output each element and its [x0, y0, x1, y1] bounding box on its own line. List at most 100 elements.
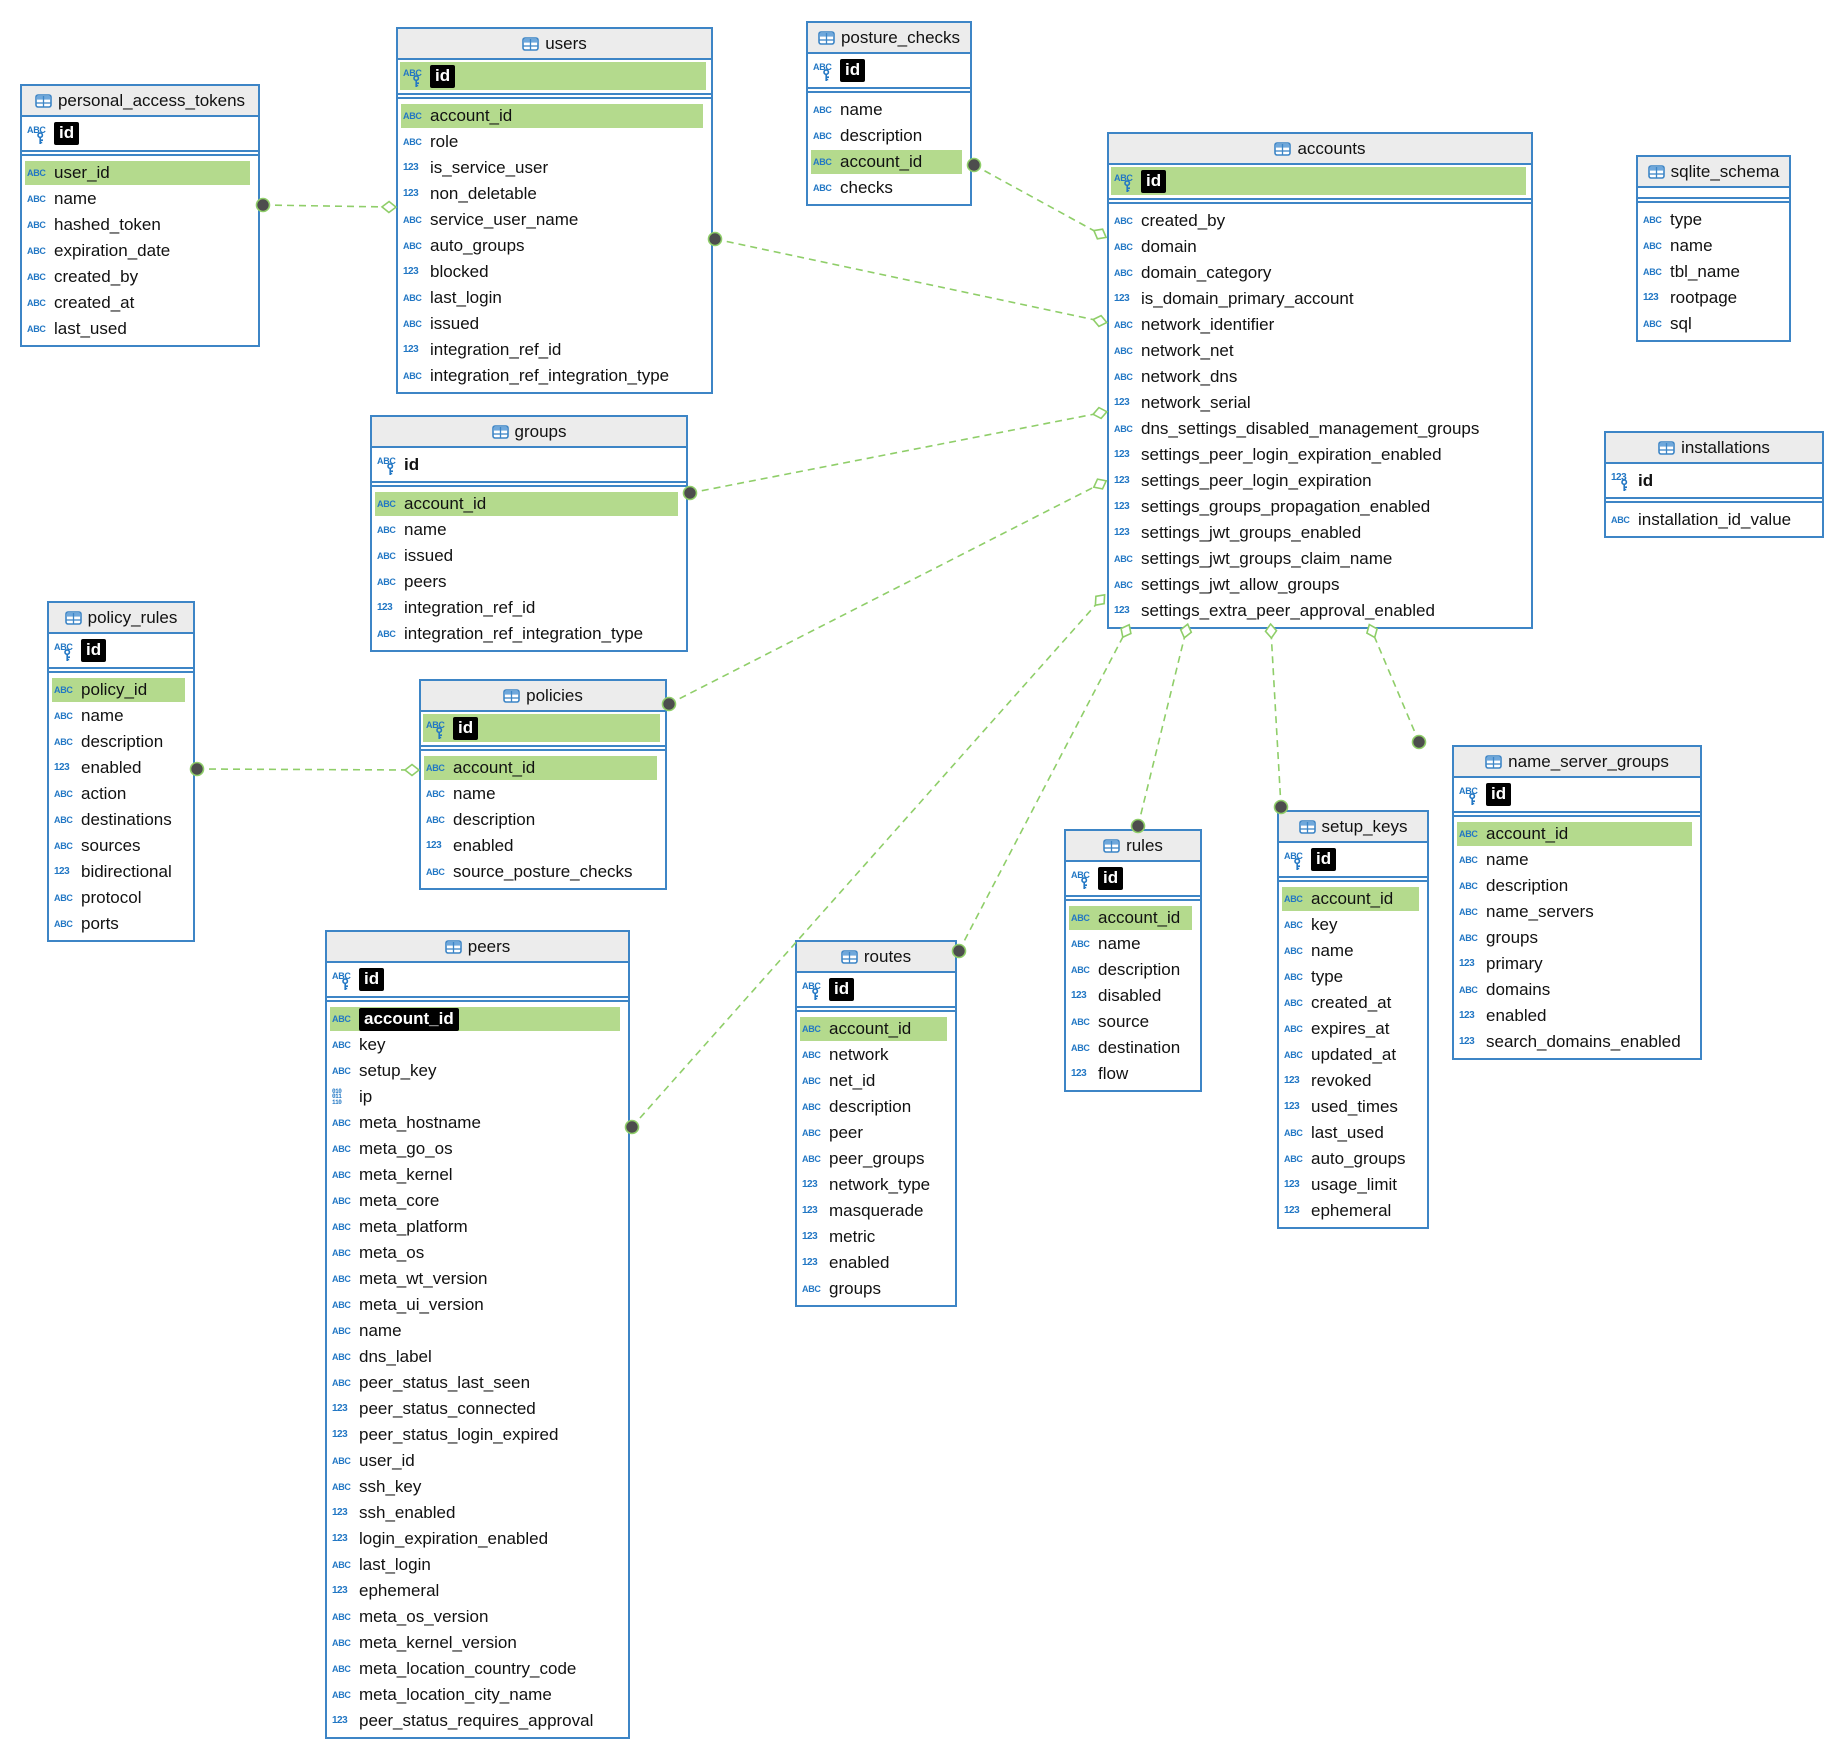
relationship-policies-accounts[interactable]	[661, 478, 1108, 712]
relationship-posture_checks-accounts[interactable]	[966, 157, 1108, 240]
table-header-posture_checks[interactable]: posture_checks	[808, 23, 970, 54]
relationship-setup_keys-accounts[interactable]	[1264, 622, 1289, 815]
relationship-rules-accounts[interactable]	[1130, 622, 1193, 834]
relationship-line[interactable]	[1270, 630, 1282, 808]
relationship-line[interactable]	[1137, 630, 1187, 827]
relationship-name_server_groups-accounts[interactable]	[1365, 623, 1427, 750]
relationship-line[interactable]	[668, 483, 1101, 705]
table-header-installations[interactable]: installations	[1606, 433, 1822, 464]
table-header-users[interactable]: users	[398, 29, 711, 60]
table-header-name_server_groups[interactable]: name_server_groups	[1454, 747, 1700, 778]
table-header-policies[interactable]: policies	[421, 681, 665, 712]
relationship-line[interactable]	[689, 412, 1101, 494]
relationship-line[interactable]	[973, 164, 1101, 235]
relationship-policy_rules-policies[interactable]	[189, 761, 421, 777]
relationship-line[interactable]	[714, 238, 1101, 322]
relationship-line[interactable]	[262, 204, 390, 208]
table-header-setup_keys[interactable]: setup_keys	[1279, 812, 1427, 843]
table-header-personal_access_tokens[interactable]: personal_access_tokens	[22, 86, 258, 117]
